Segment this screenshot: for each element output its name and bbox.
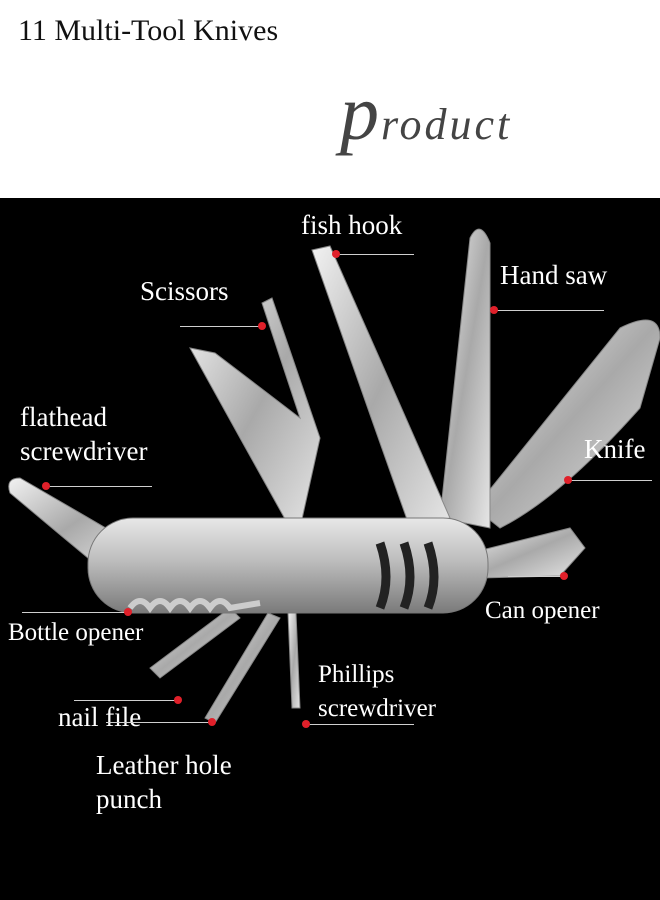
label-nail-file: nail file [58,702,142,732]
label-flathead-screwdriver: flathead screwdriver [20,400,147,468]
label-leather-line-1: Leather hole [96,750,232,780]
product-heading-rest: roduct [381,100,513,149]
marker-nail-file [174,696,182,704]
knife-blade-shape [474,319,660,529]
label-fish-hook: fish hook [301,210,403,240]
leather-punch-shape [204,612,281,724]
label-bottle-opener: Bottle opener [8,619,144,646]
hand-saw-shape [439,228,491,529]
leader-bottle-opener [22,612,128,613]
leader-scissors [180,326,262,327]
marker-can-opener [560,572,568,580]
marker-knife [564,476,572,484]
marker-leather-hole-punch [208,718,216,726]
page-title: 11 Multi-Tool Knives [18,14,279,47]
label-knife: Knife [584,434,646,464]
nail-file-shape [149,607,241,679]
label-phillips-line-1: Phillips [318,661,395,688]
leader-phillips-screwdriver [306,724,414,725]
label-can-opener: Can opener [485,597,600,624]
multitool-illustration [8,228,660,724]
handle-grip-3 [423,541,439,610]
marker-scissors [258,322,266,330]
header-banner: 11 Multi-Tool Knives product [0,0,660,198]
label-phillips-line-2: screwdriver [318,695,436,722]
label-hand-saw: Hand saw [500,260,608,290]
leader-can-opener [508,576,564,577]
leader-fish-hook [336,254,414,255]
marker-hand-saw [490,306,498,314]
handle-grip-2 [399,541,415,610]
leader-flathead-screwdriver [46,486,152,487]
label-leather-line-2: punch [96,784,162,814]
marker-flathead-screwdriver [42,482,50,490]
leader-leather-hole-punch [106,722,212,723]
label-leather-hole-punch: Leather hole punch [96,748,232,816]
label-flathead-line-1: flathead [20,402,107,432]
handle-grip-1 [375,541,391,610]
label-phillips-screwdriver: Phillips screwdriver [318,658,436,726]
product-heading-initial: p [340,69,379,156]
marker-bottle-opener [124,608,132,616]
marker-phillips-screwdriver [302,720,310,728]
label-flathead-line-2: screwdriver [20,436,148,466]
product-heading: product [340,68,512,158]
corkscrew-shape [127,598,261,614]
leader-hand-saw [494,310,604,311]
phillips-screwdriver-shape [287,612,301,709]
marker-fish-hook [332,250,340,258]
fish-hook-saw-shape [311,245,451,529]
leader-knife [568,480,652,481]
label-scissors: Scissors [140,276,229,306]
scissors-shape [189,297,321,529]
multitool-diagram: fish hook Hand saw Scissors flathead scr… [0,198,660,900]
leader-nail-file [74,700,178,701]
